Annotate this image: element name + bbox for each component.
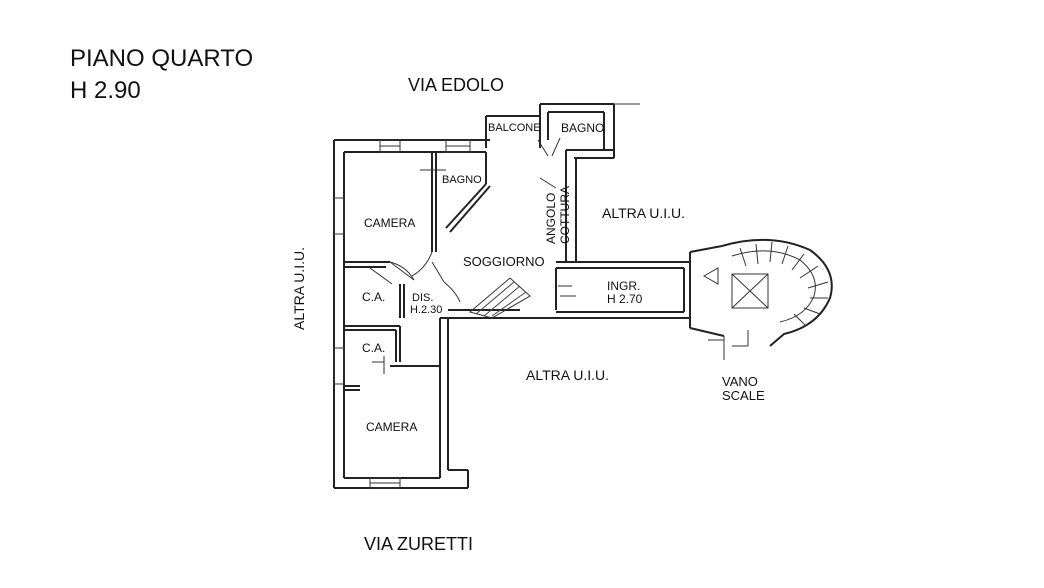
door-swings [369,137,576,374]
room-label-ca-1: C.A. [362,290,385,304]
room-label-ca-2: C.A. [362,341,385,355]
room-label-camera-bottom: CAMERA [366,420,417,434]
neighbor-label-right: ALTRA U.I.U. [602,205,685,221]
room-label-dis: DIS. [412,292,433,304]
room-label-ingr-height: H 2.70 [607,292,643,306]
neighbor-label-left: ALTRA U.I.U. [291,247,307,330]
room-label-dis-height: H.2.30 [410,304,442,316]
room-label-camera-top: CAMERA [364,216,415,230]
floor-title: PIANO QUARTO [70,45,253,72]
floor-height: H 2.90 [70,77,141,104]
room-label-angolo: ANGOLO [544,193,558,244]
room-label-bagno: BAGNO [442,174,482,186]
room-label-bagno-top: BAGNO [561,121,604,135]
street-south: VIA ZURETTI [364,534,473,554]
street-north: VIA EDOLO [408,75,504,95]
room-label-vano: VANO [722,374,758,389]
soggiorno-feature [468,277,531,319]
windows [333,139,471,489]
apartment-walls [333,103,691,489]
neighbor-label-bottom: ALTRA U.I.U. [526,367,609,383]
room-label-cottura: COTTURA [558,186,572,244]
staircase [689,238,833,360]
room-label-scale: SCALE [722,388,765,403]
room-label-soggiorno: SOGGIORNO [463,254,545,269]
room-label-ingr: INGR. [607,279,640,293]
room-label-balcone: BALCONE [488,122,541,134]
